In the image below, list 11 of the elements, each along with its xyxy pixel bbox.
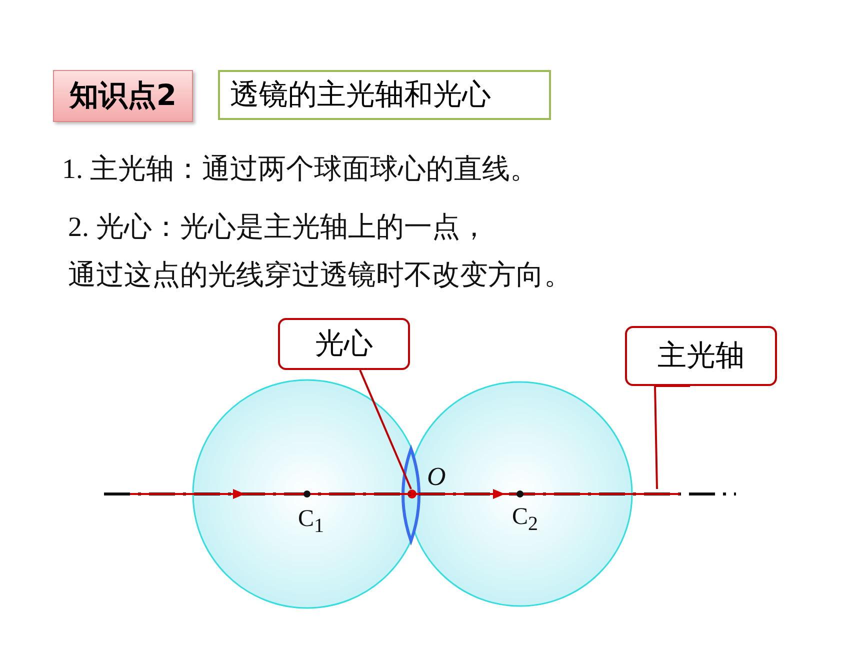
point-label: C$_{2}$ (512, 504, 538, 536)
heading-tag: 知识点2 (53, 70, 193, 122)
topic-box: 透镜的主光轴和光心 (218, 70, 551, 120)
point-label: C$_{1}$ (298, 506, 324, 538)
definition-text: 2. 光心：光心是主光轴上的一点， (68, 211, 488, 245)
callout-box: 光心 (278, 318, 410, 370)
principal-axis (104, 489, 736, 499)
point-label: O (427, 462, 446, 492)
definition-text: 通过这点的光线穿过透镜时不改变方向。 (68, 259, 572, 293)
definition-text: 1. 主光轴：通过两个球面球心的直线。 (62, 153, 538, 187)
callout-box: 主光轴 (625, 326, 777, 386)
